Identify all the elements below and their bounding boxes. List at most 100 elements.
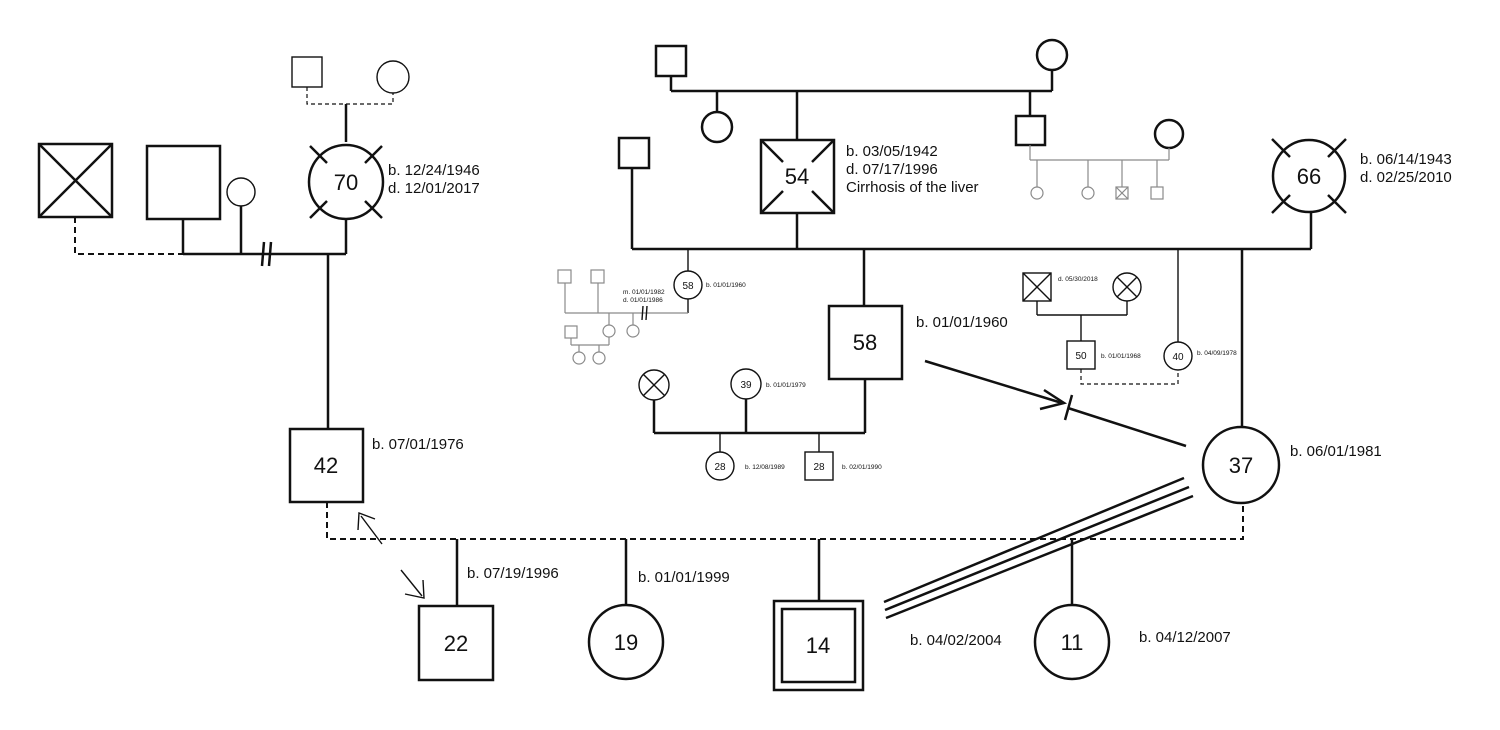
male-symbol-14 [780,607,857,684]
female-symbol-37 [1201,425,1281,505]
cohabitation-line-50-40 [1080,369,1179,385]
divorce-mark [645,305,648,321]
death-label-66: d. 02/25/2010 [1360,169,1452,186]
female-symbol-sibling-54 [700,110,734,144]
male-symbol-42 [288,427,365,504]
deceased-cross [1327,194,1347,214]
age-label-50: 50 [1075,351,1087,362]
arrow-head [1039,388,1068,411]
marriage-date-label: m. 01/01/1982 [623,289,665,296]
male-symbol-grandfather-70 [291,56,323,88]
female-symbol-gray [602,324,616,338]
birth-label-58: b. 01/01/1960 [916,314,1008,331]
divorce-mark [260,241,266,267]
age-label-28b: 28 [813,462,825,473]
age-label-37: 37 [1229,453,1253,478]
birth-label-22: b. 07/19/1996 [467,565,559,582]
female-symbol-40 [1163,341,1193,371]
deceased-cross [1327,138,1347,158]
female-symbol-grandmother-54 [1035,38,1069,72]
birth-label-28b: b. 02/01/1990 [842,464,882,471]
deceased-cross [1022,272,1052,302]
deceased-cross [309,200,328,219]
deceased-cross [642,373,666,397]
deceased-cross [811,139,835,163]
male-symbol-gray [557,269,572,284]
relationship-line-triple [885,494,1194,620]
deceased-cross [1115,186,1129,200]
birth-label-54: b. 03/05/1942 [846,143,938,160]
cohabitation-line-70-parents [306,87,394,105]
relationship-blocker-37 [1067,406,1187,448]
age-label-40: 40 [1172,352,1184,363]
deceased-cross [1271,138,1291,158]
deceased-cross [364,145,383,164]
birth-label-37: b. 06/01/1981 [1290,443,1382,460]
age-label-22: 22 [444,631,468,656]
birth-label-39: b. 01/01/1979 [766,382,806,389]
male-symbol-22 [417,604,495,682]
relationship-line-triple [883,476,1185,604]
female-symbol-11 [1033,603,1111,681]
female-symbol-grandmother-70 [376,60,410,94]
birth-label-19: b. 01/01/1999 [638,569,730,586]
deceased-cross [38,143,113,218]
birth-label-50: b. 01/01/1968 [1101,353,1141,360]
male-symbol-partner-left [617,136,651,170]
age-label-11: 11 [1061,630,1084,655]
female-symbol-sibling-wife [1153,118,1185,150]
birth-label-40: b. 04/09/1978 [1197,350,1237,357]
arrow-to-42 [360,515,383,545]
deceased-cross [1271,194,1291,214]
age-label-66: 66 [1297,164,1321,189]
deceased-cross [811,190,835,214]
cause-of-death-label-54: Cirrhosis of the liver [846,179,979,196]
deceased-cross [1116,276,1138,298]
female-symbol-19 [587,603,665,681]
arrow-head [404,579,425,599]
divorce-date-label: d. 01/01/1986 [623,297,663,304]
age-label-14: 14 [806,633,830,658]
birth-label-58-small: b. 01/01/1960 [706,282,746,289]
birth-label-66: b. 06/14/1943 [1360,151,1452,168]
deceased-cross [760,139,784,163]
male-symbol-gray [564,325,578,339]
male-symbol-left [145,144,222,221]
male-symbol-50 [1066,340,1096,370]
male-symbol-58 [827,304,904,381]
arrow-to-22 [400,569,423,597]
arrow-head [357,512,376,531]
cohabitation-line-42-37 [326,502,1244,540]
deceased-female-symbol-66 [1271,138,1347,214]
female-symbol-39 [730,368,762,400]
male-symbol-gray [590,269,605,284]
deceased-cross [309,145,328,164]
birth-label-70: b. 12/24/1946 [388,162,480,179]
divorce-mark [267,241,273,267]
female-symbol-gray [626,324,640,338]
age-label-70: 70 [334,170,358,195]
age-label-58-small: 58 [682,281,694,292]
relationship-arrow-58 [924,359,1063,405]
deceased-cross [364,200,383,219]
birth-label-28a: b. 12/08/1989 [745,464,785,471]
male-symbol-gray [1150,186,1164,200]
age-label-28a: 28 [714,462,726,473]
cohabitation-line-far-left [74,217,183,255]
female-symbol-gray [1081,186,1095,200]
male-symbol-grandfather-54 [654,44,688,78]
birth-label-14: b. 04/02/2004 [910,632,1002,649]
age-label-42: 42 [314,453,338,478]
female-symbol-gray [1030,186,1044,200]
birth-label-42: b. 07/01/1976 [372,436,464,453]
deceased-cross [760,190,784,214]
age-label-19: 19 [614,630,638,655]
age-label-58: 58 [853,330,877,355]
age-label-54: 54 [785,164,809,189]
female-symbol-gray [592,351,606,365]
male-symbol-sibling-54 [1014,114,1047,147]
relationship-line-triple [884,485,1190,612]
birth-label-11: b. 04/12/2007 [1139,629,1231,646]
death-label-70: d. 12/01/2017 [388,180,480,197]
